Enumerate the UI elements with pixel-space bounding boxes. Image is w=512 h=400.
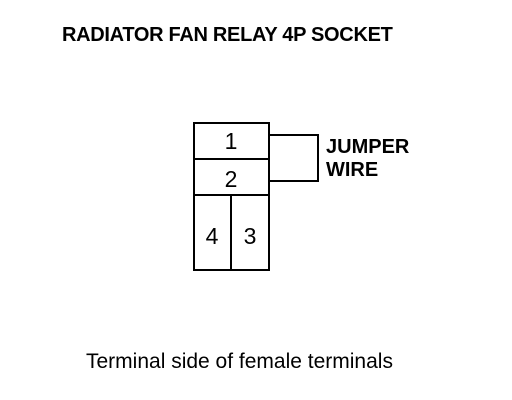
diagram-title: RADIATOR FAN RELAY 4P SOCKET <box>62 24 393 46</box>
jumper-wire <box>269 134 319 182</box>
jumper-label-line1: JUMPER <box>326 136 410 158</box>
terminal-1-label: 1 <box>225 128 238 154</box>
diagram-caption: Terminal side of female terminals <box>86 350 393 373</box>
terminal-2-label: 2 <box>225 166 238 192</box>
terminal-4-label: 4 <box>206 223 219 249</box>
jumper-label-line2: WIRE <box>326 159 378 181</box>
terminal-3-label: 3 <box>244 223 257 249</box>
